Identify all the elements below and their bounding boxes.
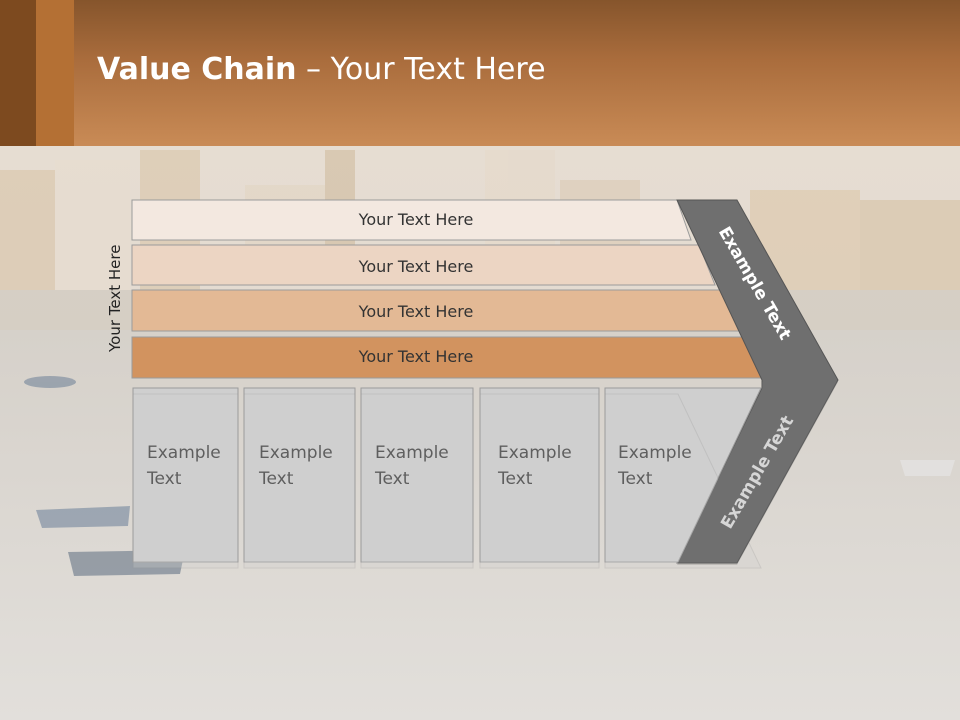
row-2-bar: [131, 244, 716, 286]
box-5[interactable]: Example Text: [604, 387, 762, 563]
box-2-line1: Example: [259, 443, 333, 463]
box-5-line1: Example: [618, 443, 692, 463]
row-3-label: Your Text Here: [358, 302, 474, 321]
box-2-line2: Text: [258, 469, 294, 489]
box-3[interactable]: Example Text: [360, 387, 474, 563]
box-4-rect: [479, 387, 600, 563]
header-bar: Value Chain – Your Text Here: [0, 0, 960, 146]
box-1[interactable]: Example Text: [132, 387, 239, 563]
row-2[interactable]: Your Text Here: [131, 244, 716, 286]
header-accent-strip-dark: [0, 0, 36, 146]
header-accent-strip-light: [36, 0, 74, 146]
box-5-line2: Text: [617, 469, 653, 489]
box-1-line1: Example: [147, 443, 221, 463]
box-3-rect: [360, 387, 474, 563]
chevron-arrow: [676, 199, 839, 564]
box-3-line2: Text: [374, 469, 410, 489]
box-4-line2: Text: [497, 469, 533, 489]
row-2-label: Your Text Here: [358, 257, 474, 276]
box-5-shape: [604, 387, 762, 563]
row-1-bar: [131, 199, 692, 241]
row-3[interactable]: Your Text Here: [131, 289, 740, 332]
title-rest: – Your Text Here: [296, 52, 546, 87]
title-bold: Value Chain: [97, 52, 297, 87]
box-2[interactable]: Example Text: [243, 387, 356, 563]
row-4-label: Your Text Here: [358, 347, 474, 366]
box-1-line2: Text: [146, 469, 182, 489]
page-title: Value Chain – Your Text Here: [97, 52, 546, 87]
row-4[interactable]: Your Text Here: [131, 336, 764, 379]
diagram-reflection: [132, 382, 838, 569]
box-2-rect: [243, 387, 356, 563]
side-label: Your Text Here: [106, 244, 124, 352]
row-1[interactable]: Your Text Here: [131, 199, 692, 241]
box-3-line1: Example: [375, 443, 449, 463]
row-1-label: Your Text Here: [358, 210, 474, 229]
box-1-rect: [132, 387, 239, 563]
box-4-line1: Example: [498, 443, 572, 463]
box-4[interactable]: Example Text: [479, 387, 600, 563]
